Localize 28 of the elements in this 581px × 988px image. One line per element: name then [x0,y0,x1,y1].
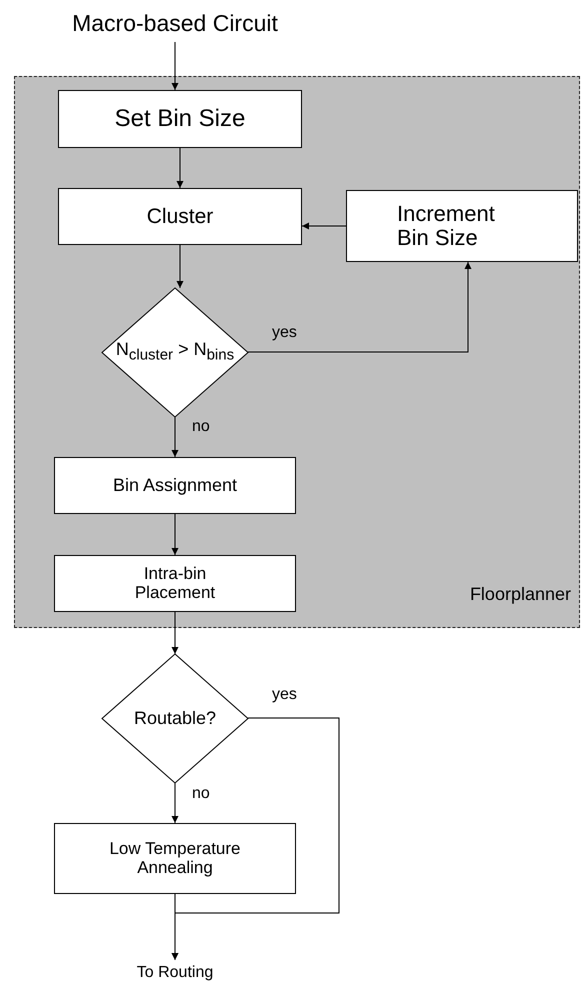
arrow [172,514,178,556]
box-label: Bin Assignment [112,476,238,496]
box-label: Intra-bin Placement [134,564,216,602]
input-label: Macro-based Circuit [72,11,278,37]
process-box [54,823,296,894]
process-box [54,555,296,612]
arrow [302,222,346,230]
arrow [172,416,178,458]
box-label: Set Bin Size [114,106,246,132]
process-box [58,188,302,245]
arrow [176,244,184,288]
decision-text: Routable? [134,708,216,728]
dashed-panel [14,76,580,628]
box-label: Low Temperature Annealing [108,840,242,878]
panel-label: Floorplanner [470,585,571,605]
arrow [248,262,472,352]
arrow [172,42,178,90]
box-label: Cluster [146,204,214,228]
process-box [58,90,302,148]
arrow [172,612,178,654]
output-label: To Routing [136,964,214,982]
process-box [54,457,296,514]
box-label: Increment Bin Size [397,202,496,250]
arrow [172,894,178,960]
decision-text: N$_{cluster}$ > N$_{bins}$ [116,340,234,365]
process-box [346,190,578,262]
arrow [172,782,178,824]
arrow [176,148,184,188]
